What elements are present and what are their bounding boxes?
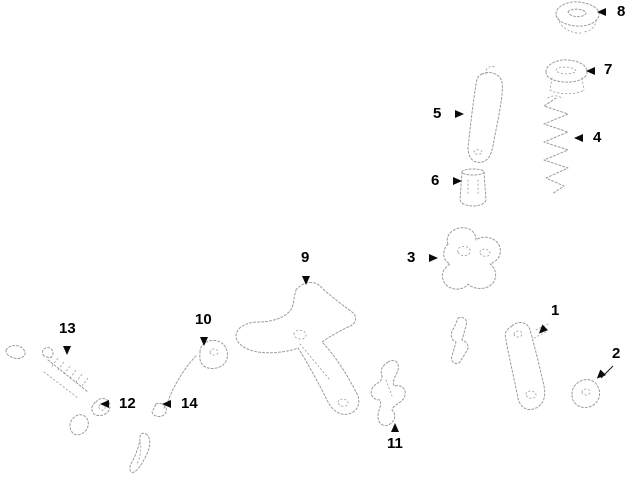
callout-label-13: 13 — [59, 320, 76, 337]
part-sketch-4 — [543, 95, 569, 195]
part-sketch-2 — [571, 365, 614, 408]
callout-arrow-12-left-icon — [100, 400, 109, 408]
callout-arrow-6-right-icon — [453, 177, 462, 185]
callout-arrow-11-up-icon — [391, 423, 399, 432]
callout-label-1: 1 — [551, 302, 560, 319]
callout-label-8: 8 — [617, 3, 626, 20]
callout-label-11: 11 — [387, 435, 403, 452]
part-sketch-14 — [129, 403, 167, 473]
callout-arrow-8-left-icon — [597, 8, 606, 16]
part-sketch-8 — [555, 1, 600, 34]
callout-arrow-4-left-icon — [574, 134, 583, 142]
callout-label-4: 4 — [593, 129, 602, 146]
callout-arrow-14-left-icon — [162, 400, 171, 408]
callout-arrow-3-right-icon — [429, 254, 438, 262]
part-sketch-7 — [545, 59, 588, 95]
callout-arrow-5-right-icon — [455, 110, 464, 118]
callout-label-9: 9 — [301, 249, 310, 266]
part-sketch-11 — [370, 359, 406, 427]
callout-arrow-10-down-icon — [200, 337, 208, 346]
part-sketch-9 — [235, 282, 360, 415]
callout-label-7: 7 — [604, 61, 613, 78]
part-sketch-1 — [504, 322, 549, 411]
part-sketch-small-link — [450, 317, 469, 365]
callout-label-2: 2 — [612, 345, 621, 362]
callout-label-12: 12 — [119, 395, 136, 412]
part-sketch-5 — [467, 66, 503, 163]
callout-label-6: 6 — [431, 172, 440, 189]
callout-label-14: 14 — [181, 395, 198, 412]
callout-arrow-13-down-icon — [63, 346, 71, 355]
part-sketch-13 — [5, 345, 89, 436]
callout-label-10: 10 — [195, 311, 212, 328]
part-sketch-12 — [91, 398, 111, 417]
part-sketch-6 — [459, 168, 487, 207]
callout-label-5: 5 — [433, 105, 442, 122]
part-sketch-3 — [441, 227, 501, 290]
callout-arrow-9-down-icon — [302, 276, 310, 285]
callout-label-3: 3 — [407, 249, 416, 266]
callout-arrow-7-left-icon — [586, 67, 595, 75]
